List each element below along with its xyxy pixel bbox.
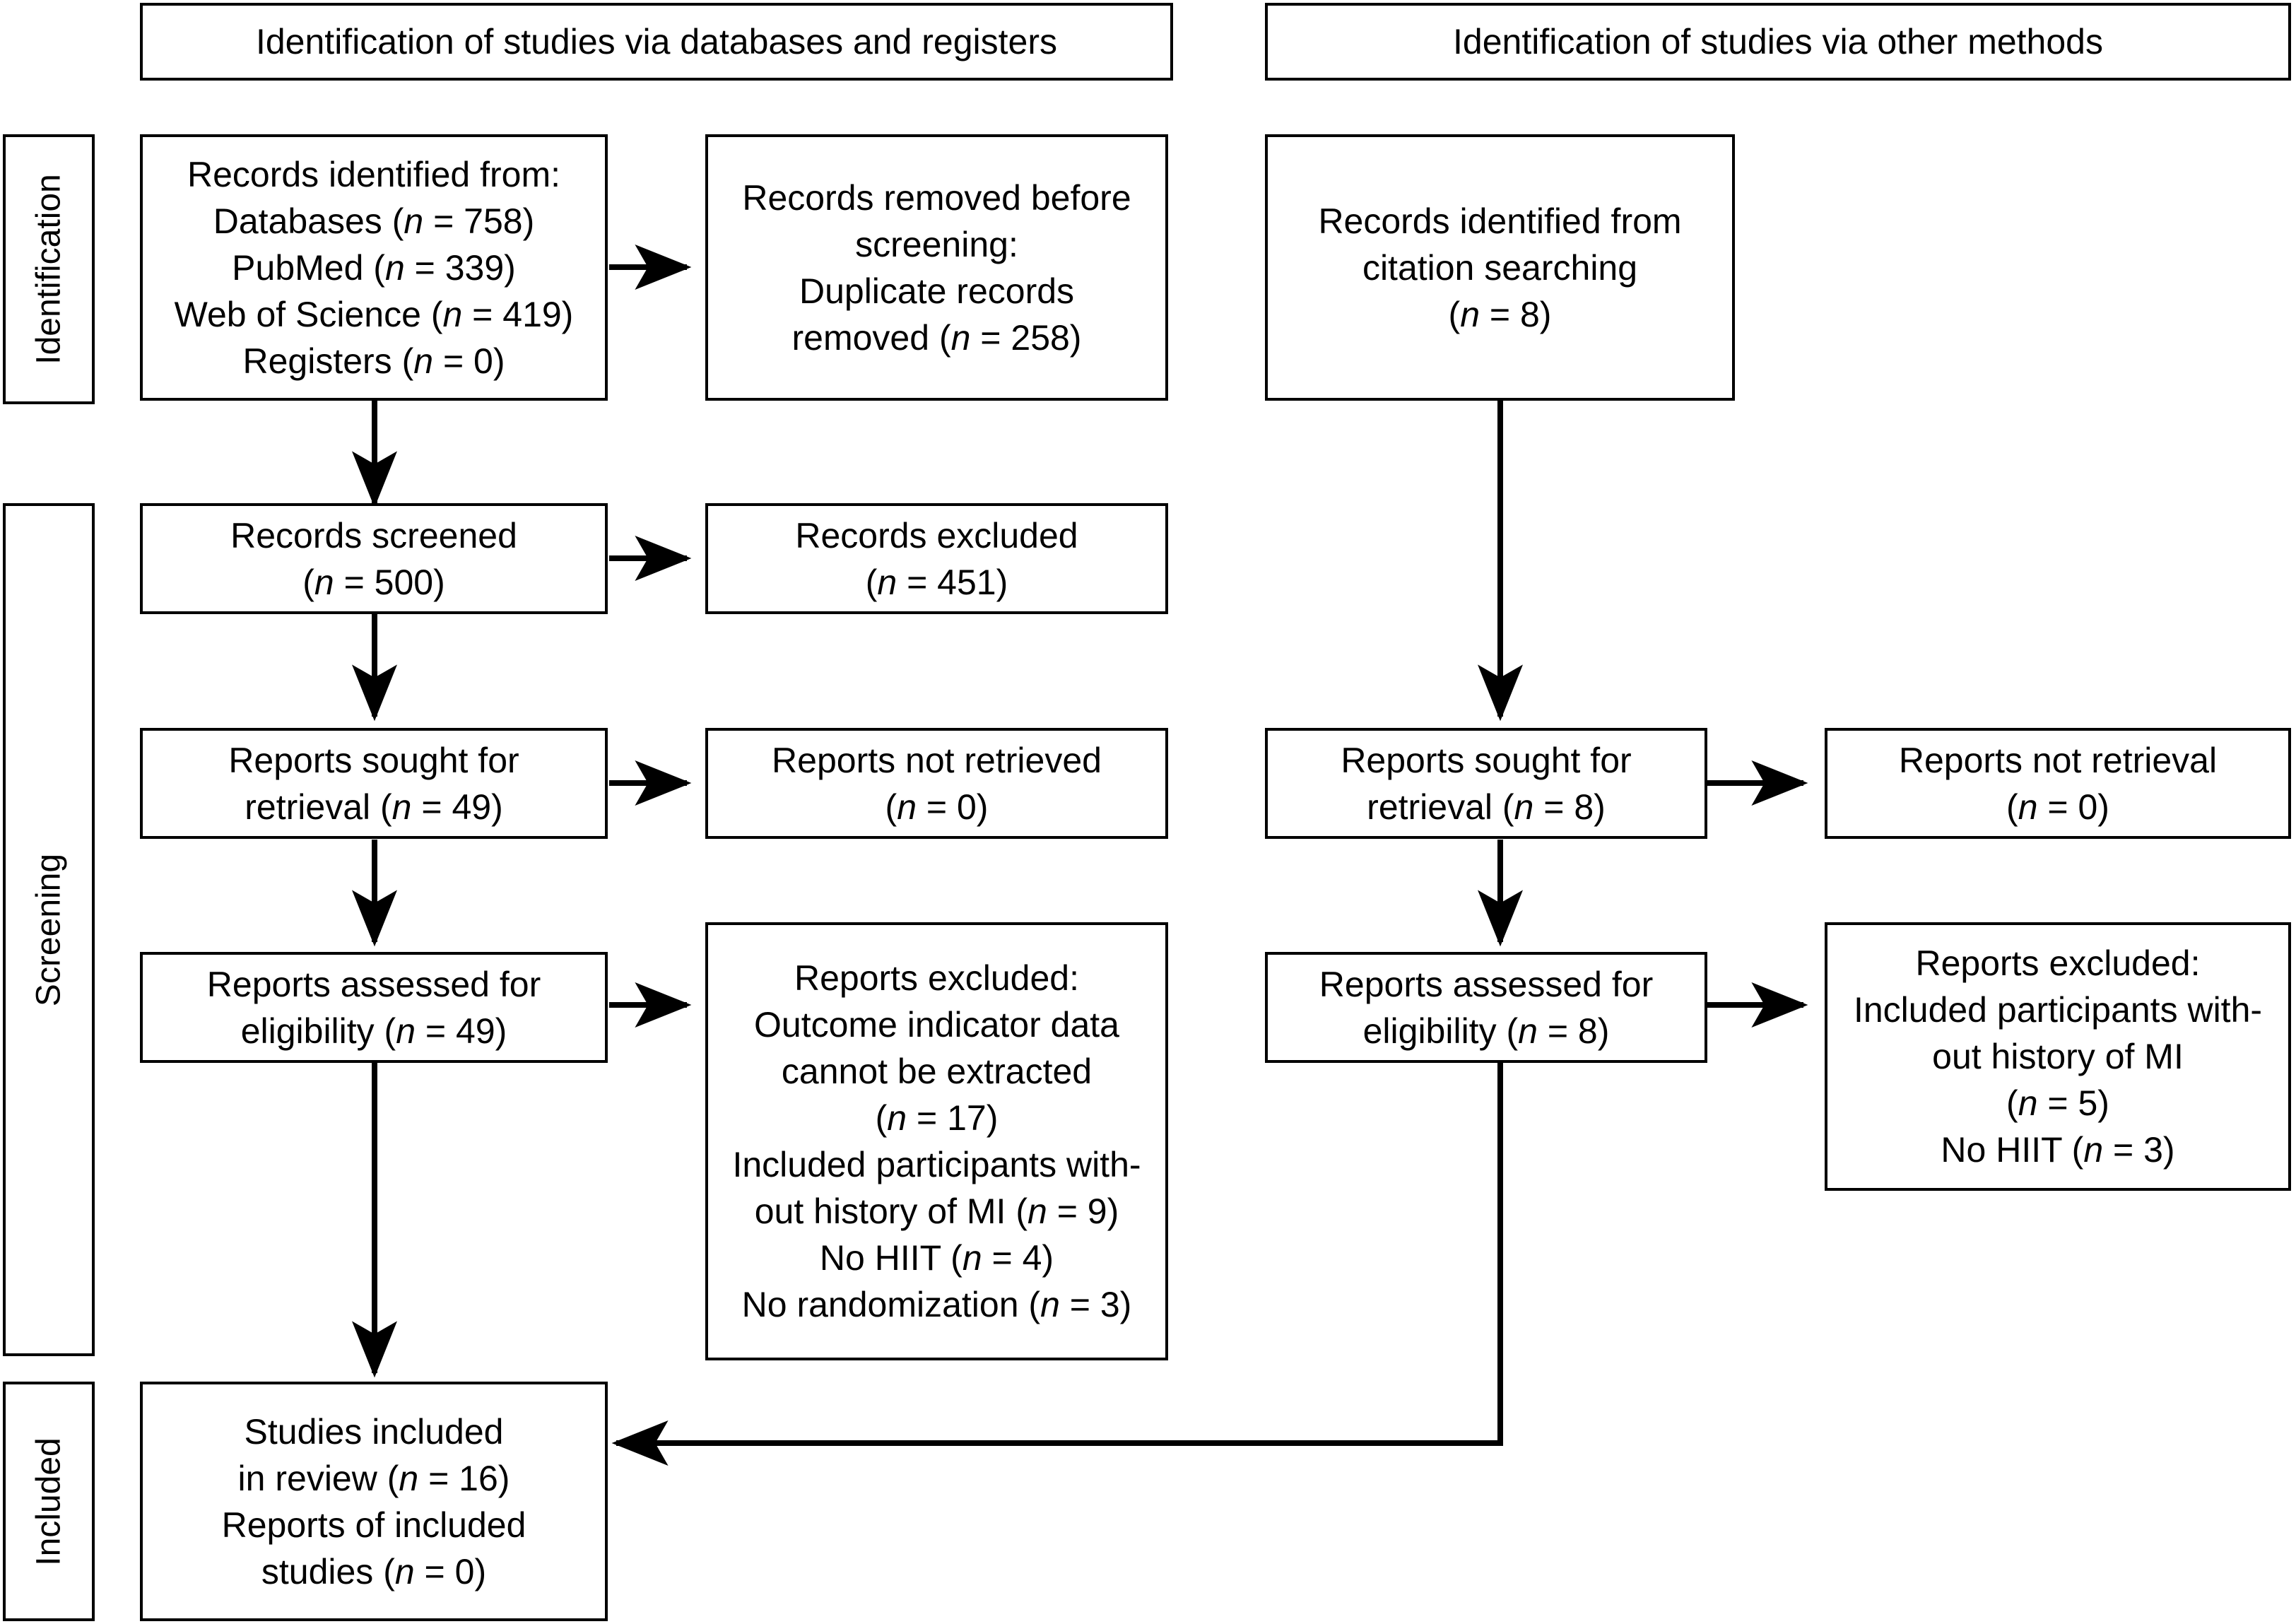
phase-label-identification: Identification	[30, 174, 68, 365]
phase-band-included: Included	[3, 1382, 95, 1621]
box-reports-not-retrieval-right-text: Reports not retrieval(n = 0)	[1898, 740, 2218, 827]
box-reports-not-retrieved-left: Reports not retrieved(n = 0)	[705, 728, 1168, 839]
phase-band-identification: Identification	[3, 134, 95, 404]
phase-label-included: Included	[30, 1437, 68, 1566]
header-databases-label: Identification of studies via databases …	[255, 22, 1057, 61]
box-reports-excluded-right-text: Reports excluded:Included participants w…	[1853, 943, 2263, 1170]
box-records-identified-from-text: Records identified from:Databases (n = 7…	[174, 154, 574, 381]
box-records-screened-text: Records screened(n = 500)	[230, 515, 517, 602]
box-records-excluded: Records excluded(n = 451)	[705, 503, 1168, 614]
box-records-excluded-text: Records excluded(n = 451)	[795, 515, 1078, 602]
box-records-screened: Records screened(n = 500)	[140, 503, 608, 614]
header-other-label: Identification of studies via other meth…	[1453, 22, 2103, 61]
arrow-assessedright-to-included	[611, 1062, 1503, 1466]
box-reports-excluded-right: Reports excluded:Included participants w…	[1825, 922, 2291, 1191]
box-records-identified-from: Records identified from:Databases (n = 7…	[140, 134, 608, 401]
phase-band-screening: Screening	[3, 503, 95, 1356]
box-reports-not-retrieval-right: Reports not retrieval(n = 0)	[1825, 728, 2291, 839]
phase-label-screening: Screening	[30, 853, 68, 1006]
box-reports-not-retrieved-left-text: Reports not retrieved(n = 0)	[772, 740, 1102, 827]
header-databases-and-registers: Identification of studies via databases …	[140, 3, 1173, 81]
header-other-methods: Identification of studies via other meth…	[1265, 3, 2291, 81]
